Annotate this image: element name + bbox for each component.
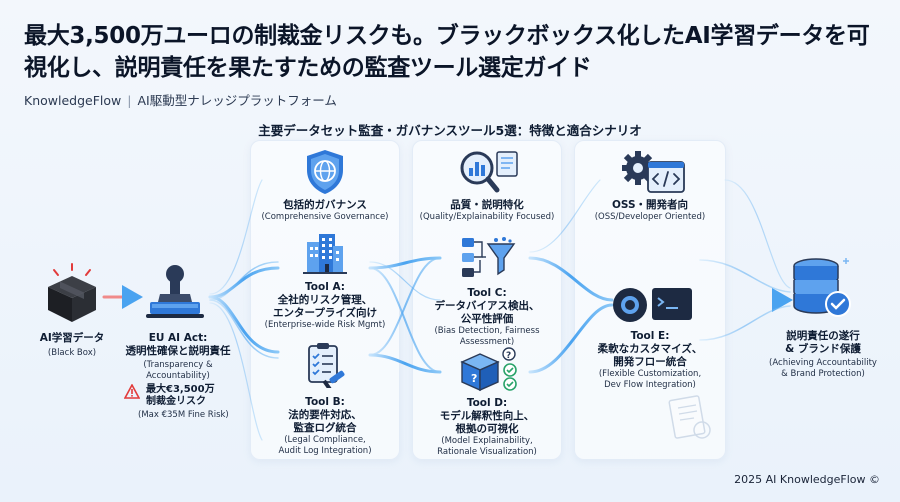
legal-checklist-icon (303, 342, 349, 388)
brand-name: KnowledgeFlow (24, 93, 122, 108)
tool-b-en2: Audit Log Integration) (278, 446, 372, 456)
tool-b-desc1: 法的要件対応、 (288, 409, 362, 421)
magnifier-document-icon (455, 148, 521, 196)
tool-e-en1: (Flexible Customization, (598, 369, 702, 379)
tool-b-desc2: 監査ログ統合 (293, 422, 357, 434)
tool-d-desc2: 根拠の可視化 (455, 423, 519, 435)
regulation-node: EU AI Act: 透明性確保と説明責任 (Transparency & Ac… (106, 332, 250, 382)
database-check-icon (790, 256, 856, 322)
black-box-icon (42, 262, 102, 324)
tool-e-desc2: 開発フロー統合 (613, 356, 687, 368)
svg-text:?: ? (506, 351, 511, 361)
regulation-sublabel: (Transparency & Accountability) (143, 360, 213, 381)
tool-d-en1: (Model Explainability, (441, 436, 533, 446)
stamp-icon (142, 262, 208, 322)
tool-e: Tool E: 柔軟なカスタマイズ、 開発フロー統合 (Flexible Cus… (574, 330, 726, 391)
output-label2: & ブランド保護 (785, 343, 861, 355)
tool-c-name: Tool C: (467, 287, 507, 299)
brand-tagline: AI駆動型ナレッジプラットフォーム (137, 93, 337, 108)
regulation-label: EU AI Act: (148, 332, 208, 344)
tool-b-name: Tool B: (305, 396, 345, 408)
category-quality: 品質・説明特化 (Quality/Explainability Focused) (412, 199, 562, 223)
section-title: 主要データセット監査・ガバナンスツール5選：特徴と適合シナリオ (258, 123, 642, 138)
tool-b: Tool B: 法的要件対応、 監査ログ統合 (Legal Compliance… (250, 396, 400, 457)
risk-alert: 最大€3,500万 制裁金リスク (124, 384, 222, 408)
category-quality-en: (Quality/Explainability Focused) (419, 212, 555, 222)
tool-e-desc1: 柔軟なカスタマイズ、 (597, 343, 703, 355)
category-oss: OSS・開発者向 (OSS/Developer Oriented) (574, 199, 726, 223)
category-governance-en: (Comprehensive Governance) (261, 212, 389, 222)
brand-separator: | (127, 93, 132, 108)
page-title: 最大3,500万ユーロの制裁金リスクも。ブラックボックス化したAI学習データを可… (24, 23, 870, 81)
shield-globe-icon (303, 148, 347, 196)
risk-label: 最大€3,500万 制裁金リスク (146, 384, 215, 407)
tool-a-en: (Enterprise-wide Risk Mgmt) (264, 320, 386, 330)
github-terminal-icon (612, 284, 694, 326)
tool-b-en1: (Legal Compliance, (284, 435, 366, 445)
question-cube-icon: ? ? (458, 346, 520, 394)
output-en1: (Achieving Accountability (769, 358, 877, 368)
tool-e-en2: Dev Flow Integration) (604, 380, 696, 390)
tool-c-en1: (Bias Detection, Fairness (434, 326, 540, 336)
tool-d-desc1: モデル解釈性向上、 (439, 410, 535, 422)
tool-a-desc1: 全社的リスク管理、 (277, 294, 373, 306)
tool-c-desc1: データバイアス検出、 (434, 300, 540, 312)
building-icon (303, 232, 347, 274)
svg-text:?: ? (471, 372, 477, 385)
output-node: 説明責任の遂行 & ブランド保護 (Achieving Accountabili… (758, 330, 888, 380)
tool-d-name: Tool D: (466, 397, 508, 409)
tool-c-desc2: 公平性評価 (460, 313, 514, 325)
tool-d-en2: Rationale Visualization) (437, 447, 537, 457)
category-governance: 包括的ガバナンス (Comprehensive Governance) (250, 199, 400, 223)
footer-copyright: 2025 AI KnowledgeFlow © (734, 473, 880, 486)
tool-a: Tool A: 全社的リスク管理、 エンタープライズ向け (Enterprise… (250, 281, 400, 331)
input-node: AI学習データ (Black Box) (20, 332, 124, 359)
tool-e-name: Tool E: (630, 330, 670, 342)
tool-c-en2: Assessment) (459, 337, 515, 347)
tool-c: Tool C: データバイアス検出、 公平性評価 (Bias Detection… (412, 287, 562, 348)
brand-line: KnowledgeFlow | AI駆動型ナレッジプラットフォーム (24, 90, 337, 109)
category-oss-title: OSS・開発者向 (611, 199, 689, 211)
funnel-flow-icon (460, 236, 516, 280)
risk-en: (Max €35M Fine Risk) (138, 410, 229, 420)
certificate-icon (668, 392, 716, 442)
tool-d: Tool D: モデル解釈性向上、 根拠の可視化 (Model Explaina… (412, 397, 562, 458)
category-oss-en: (OSS/Developer Oriented) (594, 212, 706, 222)
output-label1: 説明責任の遂行 (786, 330, 860, 342)
output-en2: & Brand Protection) (781, 369, 865, 379)
tool-a-name: Tool A: (305, 281, 345, 293)
input-sublabel: (Black Box) (47, 348, 97, 358)
tool-a-desc2: エンタープライズ向け (272, 307, 378, 319)
warning-icon (124, 384, 140, 399)
input-label: AI学習データ (39, 332, 105, 344)
regulation-label-2: 透明性確保と説明責任 (125, 345, 231, 357)
gear-code-icon (622, 150, 686, 196)
category-governance-title: 包括的ガバナンス (283, 199, 367, 211)
category-quality-title: 品質・説明特化 (450, 199, 524, 211)
